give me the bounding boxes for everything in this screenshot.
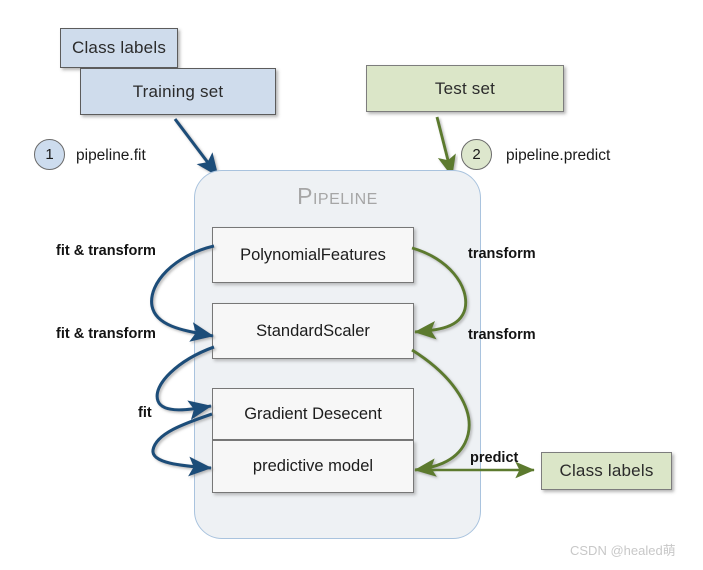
stage-gradient-descent-label: Gradient Desecent: [244, 404, 382, 423]
flow-label-left-0: fit & transform: [56, 243, 156, 259]
arrow-training-to-pipeline: [173, 118, 220, 177]
stage-polynomial-features-label: PolynomialFeatures: [240, 245, 386, 264]
class-labels-input-label: Class labels: [71, 38, 167, 57]
step-badge-1-number: 1: [45, 146, 54, 163]
stage-polynomial-features: PolynomialFeatures: [212, 227, 414, 283]
flow-label-left-2: fit: [138, 405, 152, 421]
stage-standard-scaler-label: StandardScaler: [256, 321, 370, 340]
watermark-text: CSDN @healed萌: [570, 543, 676, 558]
step-label-pipeline-predict: pipeline.predict: [506, 147, 611, 164]
step-badge-1: 1: [34, 139, 65, 170]
training-set-box: Training set: [80, 68, 276, 115]
test-set-box: Test set: [366, 65, 564, 112]
step-label-pipeline-fit: pipeline.fit: [76, 147, 146, 164]
stage-predictive-model: predictive model: [212, 440, 414, 493]
flow-label-right-2: predict: [470, 450, 519, 466]
class-labels-output-box: Class labels: [541, 452, 672, 490]
step-badge-2: 2: [461, 139, 492, 170]
stage-predictive-model-label: predictive model: [252, 457, 374, 475]
step-badge-2-number: 2: [472, 146, 481, 163]
flow-label-right-0: transform: [468, 246, 536, 262]
training-set-label: Training set: [132, 81, 224, 101]
class-labels-output-label: Class labels: [559, 461, 654, 480]
flow-label-right-1: transform: [468, 327, 536, 343]
pipeline-title: Pipeline: [297, 183, 378, 209]
flow-label-left-1: fit & transform: [56, 326, 156, 342]
class-labels-input-box: Class labels: [60, 28, 178, 68]
arrow-test-to-pipeline: [435, 116, 456, 177]
stage-standard-scaler: StandardScaler: [212, 303, 414, 359]
test-set-label: Test set: [434, 78, 496, 98]
stage-gradient-descent: Gradient Desecent: [212, 388, 414, 440]
